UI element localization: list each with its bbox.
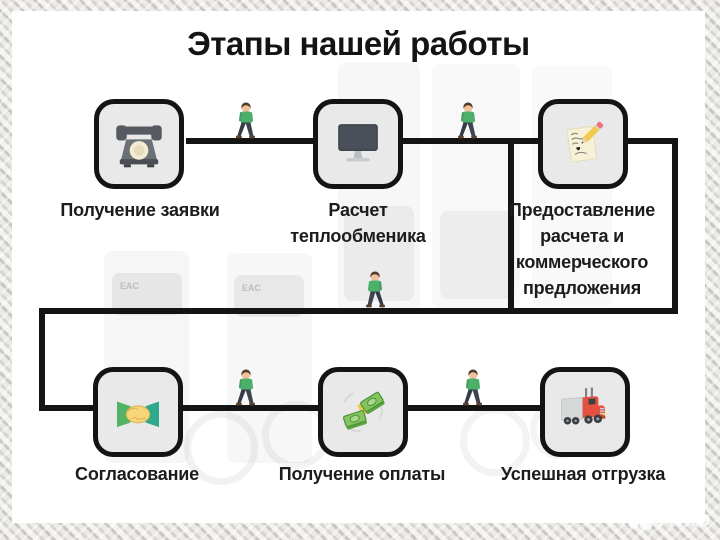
page-title: Этапы нашей работы — [187, 25, 530, 62]
computer-monitor-icon — [338, 124, 378, 162]
step-label: Успешная отгрузка — [500, 464, 666, 484]
walking-person-icon — [233, 368, 259, 408]
eac-marking: EAC — [242, 283, 262, 293]
connector-segment — [672, 138, 678, 314]
step-label: Предоставление расчета и коммерческого п… — [508, 200, 656, 298]
flange-circle — [184, 411, 258, 485]
step-box-payment — [318, 367, 408, 457]
rotary-phone-icon — [116, 125, 162, 168]
heat-exchanger-silhouette — [432, 64, 520, 309]
step-label: Согласование — [75, 464, 199, 484]
label-plate — [440, 211, 515, 299]
avito-watermark: Avito — [627, 506, 710, 532]
connector-segment — [627, 138, 678, 144]
connector-segment — [403, 138, 538, 144]
step-label: Расчет теплообменика — [290, 200, 426, 246]
document-pencil-icon — [566, 121, 604, 163]
connector-segment — [39, 308, 45, 411]
walking-person-icon — [233, 101, 259, 141]
connector-segment — [39, 308, 678, 314]
connector-segment — [186, 138, 313, 144]
step-box-calculation — [313, 99, 403, 189]
avito-logo-icon — [628, 506, 654, 531]
connector-segment — [508, 138, 514, 314]
step-box-shipment — [540, 367, 630, 457]
connector-segment — [406, 405, 540, 411]
handshake-icon — [117, 401, 159, 428]
walking-person-icon — [362, 270, 388, 310]
step-box-request — [94, 99, 184, 189]
walking-person-icon — [460, 368, 486, 408]
step-box-proposal — [538, 99, 628, 189]
connector-segment — [39, 405, 93, 411]
step-label: Получение оплаты — [278, 464, 446, 484]
step-box-agreement — [93, 367, 183, 457]
infographic-canvas: EAC EAC Этапы нашей работы Получение зая… — [12, 11, 705, 523]
walking-person-icon — [455, 101, 481, 141]
avito-brand-text: Avito — [658, 506, 710, 531]
money-icon — [342, 391, 385, 432]
truck-icon — [561, 387, 606, 425]
eac-marking: EAC — [120, 281, 140, 291]
step-label: Получение заявки — [60, 200, 220, 220]
connector-segment — [182, 405, 318, 411]
